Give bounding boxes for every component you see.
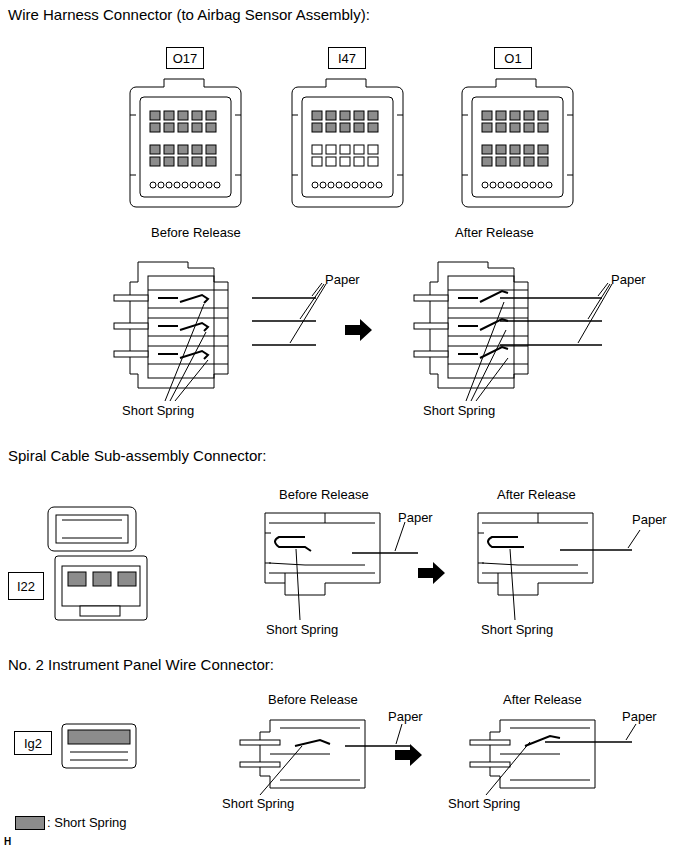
figure-code: H bbox=[4, 836, 11, 848]
part-label: Paper bbox=[325, 272, 360, 288]
connector-id: O1 bbox=[504, 51, 521, 66]
connector-id-box: I22 bbox=[8, 572, 44, 600]
section-heading: Spiral Cable Sub-assembly Connector: bbox=[8, 447, 266, 465]
part-label: Paper bbox=[611, 272, 646, 288]
part-label: Paper bbox=[632, 512, 667, 528]
part-label: Paper bbox=[398, 510, 433, 526]
part-label: Short Spring bbox=[423, 403, 495, 419]
legend-text: : Short Spring bbox=[47, 815, 127, 831]
connector-id: Ig2 bbox=[24, 736, 42, 751]
state-caption: Before Release bbox=[151, 225, 241, 241]
state-caption: Before Release bbox=[279, 487, 369, 503]
part-label: Paper bbox=[622, 709, 657, 725]
state-caption: Before Release bbox=[268, 692, 358, 708]
connector-id: I22 bbox=[17, 579, 35, 594]
connector-id-box: I47 bbox=[328, 47, 366, 69]
connector-id: O17 bbox=[173, 51, 198, 66]
connector-id-box: O1 bbox=[494, 47, 532, 69]
state-caption: After Release bbox=[455, 225, 534, 241]
part-label: Short Spring bbox=[448, 796, 520, 812]
section-heading: No. 2 Instrument Panel Wire Connector: bbox=[8, 656, 274, 674]
part-label: Short Spring bbox=[266, 622, 338, 638]
part-label: Short Spring bbox=[122, 403, 194, 419]
section-heading: Wire Harness Connector (to Airbag Sensor… bbox=[8, 6, 370, 24]
legend-swatch bbox=[15, 816, 45, 830]
connector-id: I47 bbox=[338, 51, 356, 66]
connector-id-box: Ig2 bbox=[14, 731, 52, 755]
connector-id-box: O17 bbox=[166, 47, 204, 69]
part-label: Short Spring bbox=[481, 622, 553, 638]
part-label: Short Spring bbox=[222, 796, 294, 812]
part-label: Paper bbox=[388, 709, 423, 725]
state-caption: After Release bbox=[503, 692, 582, 708]
state-caption: After Release bbox=[497, 487, 576, 503]
